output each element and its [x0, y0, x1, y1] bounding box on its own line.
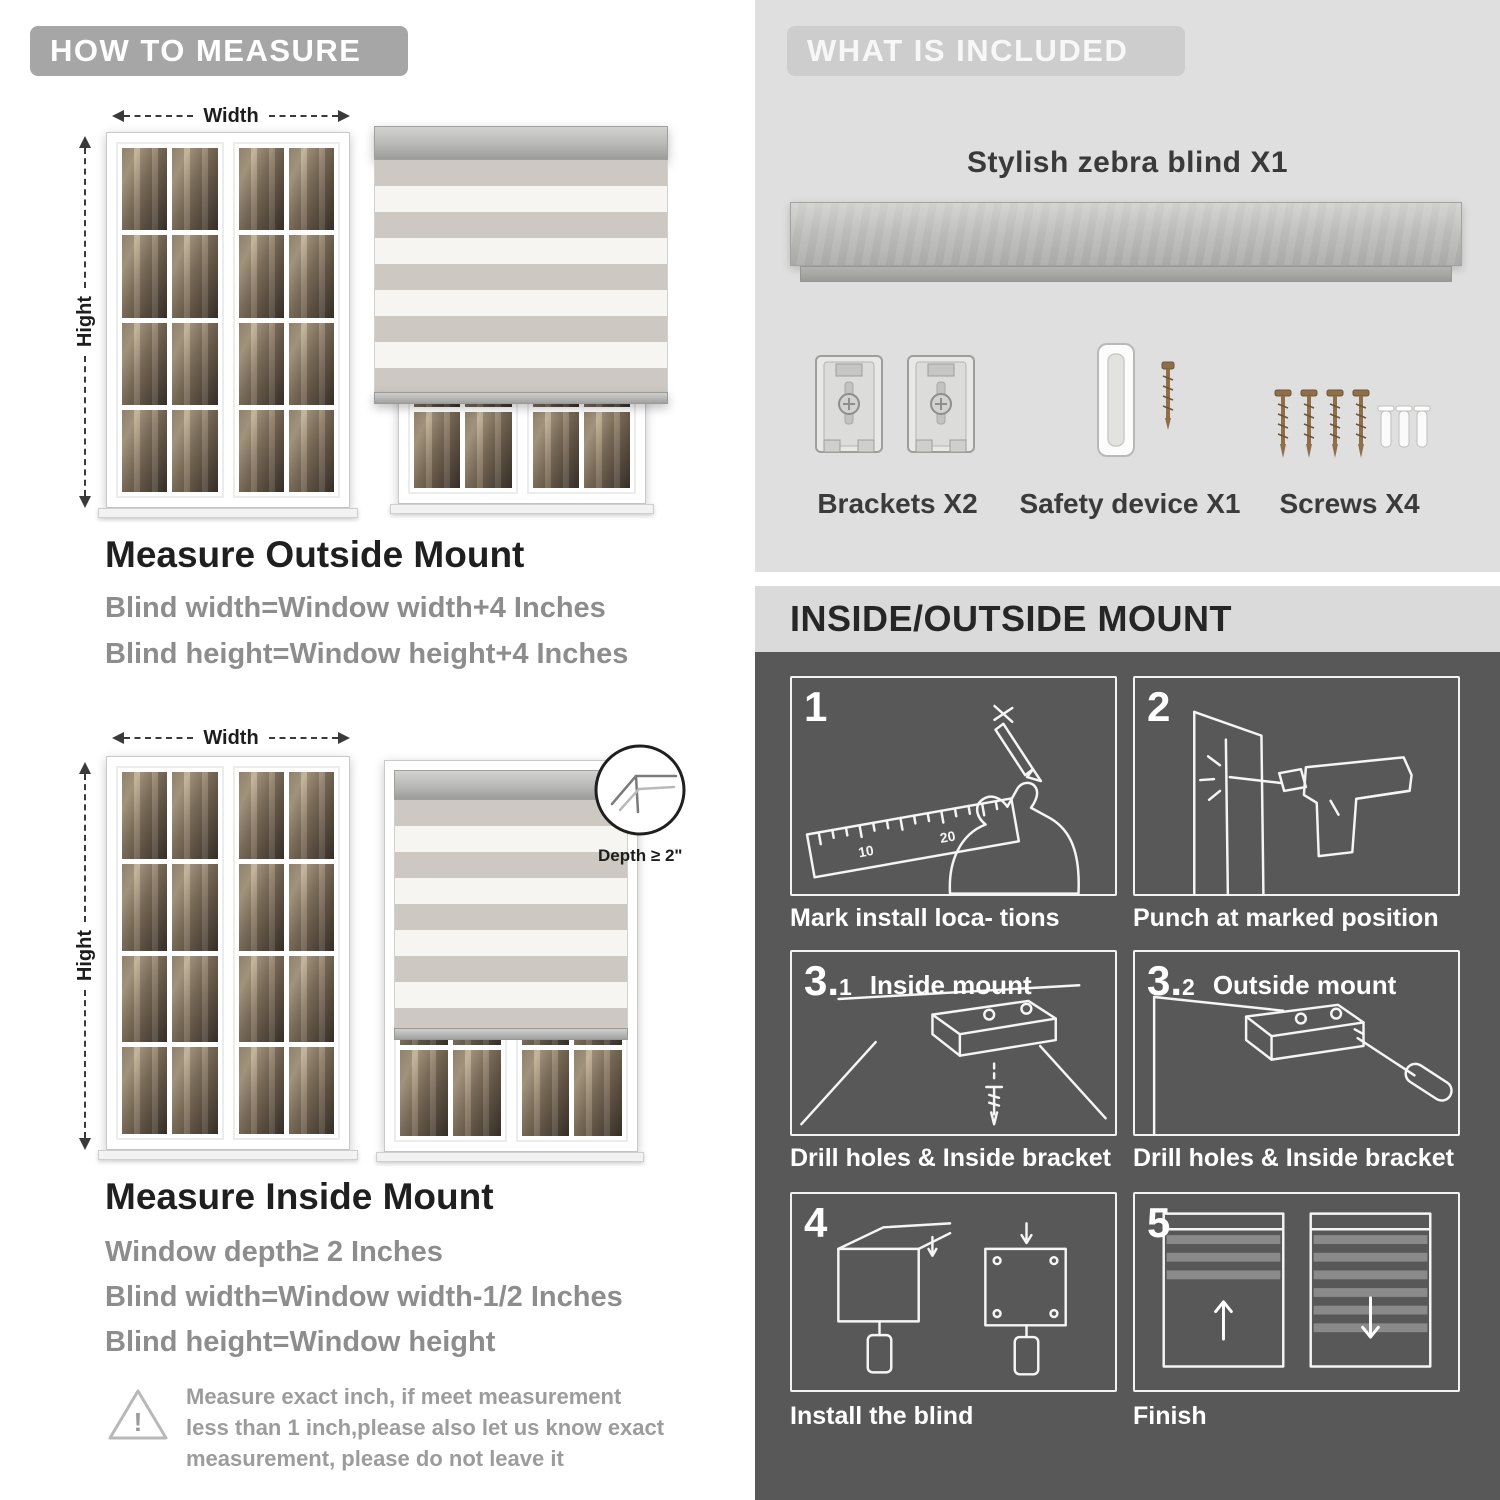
- arrow-down-icon: [79, 1138, 91, 1150]
- step-caption-3-2: Drill holes & Inside bracket: [1133, 1144, 1454, 1172]
- warning-triangle-icon: !: [106, 1386, 170, 1444]
- mount-section-title: INSIDE/OUTSIDE MOUNT: [790, 598, 1233, 639]
- height-label: Hight: [73, 930, 96, 982]
- inside-mount-instruction-3: Blind height=Window height: [105, 1326, 496, 1358]
- mount-section-header: INSIDE/OUTSIDE MOUNT: [755, 586, 1500, 652]
- height-arrow: Hight: [72, 136, 98, 508]
- headrail-bottom-lip: [800, 266, 1452, 282]
- warning-note: Measure exact inch, if meet measurement …: [186, 1384, 665, 1471]
- depth-callout-circle: [592, 742, 688, 838]
- drill-illustration: [1193, 710, 1413, 894]
- step-number-sub: 1: [839, 974, 852, 1000]
- zebra-blind-cassette: [374, 126, 668, 160]
- arrow-down-icon: [79, 496, 91, 508]
- inside-bracket-illustration: [800, 984, 1107, 1126]
- zebra-blind-fabric: [374, 160, 668, 392]
- step-number: 1: [804, 683, 828, 730]
- outside-mount-title: Measure Outside Mount: [105, 534, 525, 575]
- step-number: 3.: [804, 957, 840, 1004]
- step-caption-5: Finish: [1133, 1402, 1207, 1430]
- headrail-illustration: [790, 202, 1462, 266]
- step-panel-3-2: 3.2 Outside mount: [1133, 950, 1460, 1136]
- product-name: Stylish zebra blind X1: [966, 146, 1289, 179]
- step-sublabel: Inside mount: [869, 970, 1032, 1000]
- step-caption-1: Mark install loca- tions: [790, 904, 1060, 932]
- install-blind-illustration: [837, 1222, 1067, 1376]
- arrow-right-icon: [338, 732, 351, 744]
- window-sill: [390, 504, 654, 514]
- arrow-left-icon: [112, 110, 124, 122]
- inside-mount-instruction-2: Blind width=Window width-1/2 Inches: [105, 1281, 623, 1313]
- width-arrow: Width: [112, 104, 351, 127]
- step-panel-4: 4: [790, 1192, 1117, 1392]
- step-caption-3-1: Drill holes & Inside bracket: [790, 1144, 1111, 1172]
- ruler-hand-illustration: 10 20: [805, 704, 1080, 894]
- zebra-blind-bottom-rail: [374, 392, 668, 404]
- window-sill: [98, 508, 358, 518]
- arrow-left-icon: [112, 732, 124, 744]
- mount-section: [755, 652, 1500, 1500]
- inside-mount-instruction-1: Window depth≥ 2 Inches: [105, 1236, 443, 1268]
- window-illustration-outside: [106, 132, 350, 508]
- step-panel-5: 5: [1133, 1192, 1460, 1392]
- step-number-sub: 2: [1182, 974, 1195, 1000]
- screws-icon: [1268, 388, 1433, 468]
- step-number: 4: [804, 1199, 828, 1246]
- window-pane: [122, 148, 168, 231]
- outside-mount-instruction-2: Blind height=Window height+4 Inches: [105, 638, 629, 670]
- arrow-up-icon: [79, 762, 91, 774]
- exclamation-mark: !: [134, 1407, 143, 1437]
- window-illustration-inside: [106, 756, 350, 1150]
- step-caption-2: Punch at marked position: [1133, 904, 1439, 932]
- what-is-included-header: WHAT IS INCLUDED: [787, 26, 1185, 76]
- step-caption-4: Install the blind: [790, 1402, 974, 1430]
- step-panel-2: 2: [1133, 676, 1460, 896]
- step-panel-3-1: 3.1 Inside mount: [790, 950, 1117, 1136]
- ruler-number: 10: [857, 842, 875, 860]
- window-sill: [376, 1152, 644, 1162]
- step-number: 2: [1147, 683, 1171, 730]
- ruler-number: 20: [939, 827, 957, 845]
- screws-label: Screws X4: [1279, 488, 1420, 519]
- inside-mount-title: Measure Inside Mount: [105, 1176, 494, 1217]
- arrow-right-icon: [338, 110, 351, 122]
- height-label: Hight: [73, 296, 96, 348]
- how-to-measure-title: HOW TO MEASURE: [50, 33, 362, 68]
- corner-depth-icon: [594, 744, 686, 836]
- step-panel-1: 1 10 20: [790, 676, 1117, 896]
- zebra-blind-cassette: [394, 770, 628, 800]
- zebra-blind-bottom-rail: [394, 1028, 628, 1040]
- arrow-up-icon: [79, 136, 91, 148]
- width-arrow: Width: [112, 726, 351, 749]
- brackets-label: Brackets X2: [817, 488, 978, 519]
- width-label: Width: [203, 726, 259, 749]
- step-number: 3.: [1147, 957, 1183, 1004]
- step-sublabel: Outside mount: [1212, 970, 1397, 1000]
- what-is-included-title: WHAT IS INCLUDED: [807, 33, 1129, 68]
- step-number: 5: [1147, 1199, 1171, 1246]
- safety-device-label: Safety device X1: [1019, 488, 1241, 519]
- width-label: Width: [203, 104, 259, 127]
- height-arrow: Hight: [72, 762, 98, 1150]
- finish-illustration: [1162, 1212, 1432, 1368]
- window-sill: [98, 1150, 358, 1160]
- depth-callout-label: Depth ≥ 2": [598, 846, 683, 865]
- outside-bracket-illustration: [1152, 995, 1453, 1134]
- zebra-blind-fabric: [394, 800, 628, 1028]
- how-to-measure-header: HOW TO MEASURE: [30, 26, 408, 76]
- included-section: [755, 0, 1500, 572]
- brackets-icon: [812, 352, 982, 462]
- outside-mount-instruction-1: Blind width=Window width+4 Inches: [105, 592, 606, 624]
- safety-device-icon: [1078, 340, 1198, 465]
